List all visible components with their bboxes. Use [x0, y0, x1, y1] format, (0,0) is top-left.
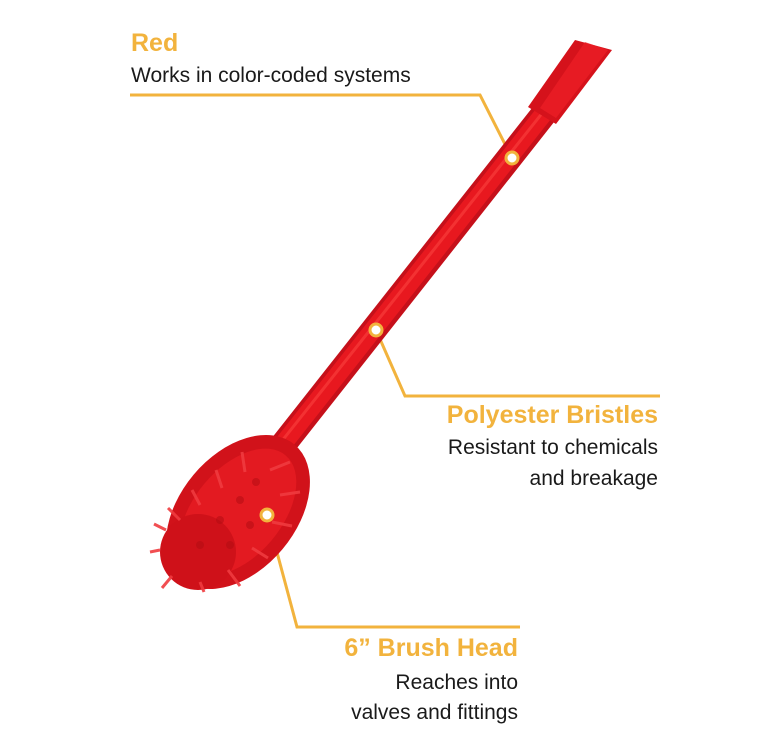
callout-description-bristles-line1: Resistant to chemicals: [447, 436, 658, 459]
brush-handle: [258, 45, 601, 473]
handle-end-cap: [528, 40, 612, 124]
callout-title-bristles: Polyester Bristles: [446, 401, 658, 429]
callout-dot-head: [259, 507, 275, 523]
callout-description-red: Works in color-coded systems: [131, 64, 411, 87]
callout-leader-red: [130, 93, 514, 159]
callout-dot-red: [504, 150, 520, 166]
callout-description-brush-head-line2: valves and fittings: [351, 701, 518, 724]
callout-description-brush-head-line1: Reaches into: [395, 671, 518, 694]
callout-description-bristles-line2: and breakage: [529, 467, 658, 490]
callout-leader-head: [265, 514, 520, 629]
brush-head: [149, 434, 310, 593]
callout-dot-bristles: [368, 322, 384, 338]
callout-title-brush-head: 6” Brush Head: [344, 634, 518, 662]
callout-leader-bristles: [374, 329, 660, 398]
callout-title-red: Red: [131, 29, 179, 57]
